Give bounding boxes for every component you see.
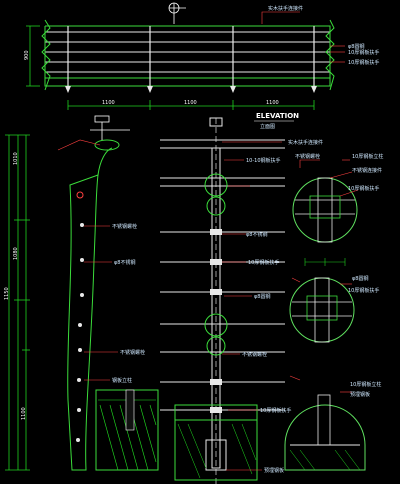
center-connectors: [204, 173, 228, 356]
detail-1-dims: [304, 258, 346, 266]
top-dimension-string: [67, 100, 315, 110]
left-dimension-lines: [5, 134, 30, 471]
center-label-8: 预埋钢板: [264, 467, 284, 474]
right-label-1: 不锈钢螺栓: [295, 153, 320, 160]
center-label-5: φ8圆钢: [254, 293, 270, 300]
top-label-rail-2: 10厚钢板扶手: [348, 49, 379, 56]
top-rails: [45, 31, 330, 73]
right-label-6: 10厚钢板扶手: [348, 287, 379, 294]
top-elevation: 1100 1100 1100 900 实木扶手连接件 φ8圆钢 10厚钢板扶手 …: [24, 2, 379, 110]
detail-circle-1: [292, 177, 358, 243]
left-label-bolt-2: 不锈钢螺栓: [120, 349, 145, 356]
center-label-4: 10厚钢板扶手: [248, 259, 279, 266]
right-label-7: 10厚钢板立柱: [350, 381, 381, 388]
detail-circle-2: [289, 277, 355, 343]
top-dim-span-2: 1100: [184, 100, 197, 106]
elevation-title-en: ELEVATION: [256, 112, 299, 120]
top-break-lines: [41, 19, 335, 91]
right-label-4: 10厚钢板扶手: [348, 185, 379, 192]
right-label-8: 预埋钢板: [350, 391, 370, 398]
left-label-bolt-1: 不锈钢螺栓: [112, 223, 137, 230]
center-handrail: [160, 117, 285, 149]
top-posts: [67, 26, 315, 88]
section-mark-symbol: [168, 2, 186, 24]
left-dim-2: 1010: [13, 152, 19, 165]
left-leaders: [57, 139, 118, 381]
top-side-dim: [26, 25, 40, 87]
top-dim-span-1: 1100: [102, 100, 115, 106]
right-label-5: φ8圆钢: [352, 275, 368, 282]
left-dim-1: 1150: [4, 287, 10, 300]
center-label-7: 10厚钢板扶手: [260, 407, 291, 414]
center-elevation: ELEVATION 立面图: [160, 112, 323, 484]
center-post: [211, 147, 221, 469]
left-dim-4: 1100: [21, 407, 27, 420]
right-details: 不锈钢螺栓 10厚钢板立柱 不锈钢连接件 10厚钢板扶手 φ8圆钢 10厚钢板扶…: [284, 153, 383, 471]
left-label-rod: φ8不锈钢: [114, 259, 135, 266]
left-footing: [95, 389, 159, 471]
center-rail-nubs: [210, 229, 222, 413]
elevation-title-cn: 立面图: [260, 123, 275, 130]
left-section: 1150 1010 1080 1100 不锈钢螺栓: [4, 115, 159, 471]
center-label-1: 实木扶手连接件: [288, 139, 323, 146]
top-leaders: [261, 11, 345, 63]
center-label-2: 10-10钢板扶手: [246, 157, 281, 164]
center-label-6: 不锈钢螺栓: [242, 351, 267, 358]
detail-base: [284, 394, 366, 471]
post-bolts: [76, 223, 84, 442]
left-dim-3: 1080: [13, 247, 19, 260]
post-profile: [67, 139, 120, 471]
top-rail-green-outline: [44, 25, 331, 87]
right-label-2: 10厚钢板立柱: [352, 153, 383, 160]
top-label-rail-1: φ8圆钢: [348, 43, 364, 50]
center-rails: [160, 177, 285, 411]
top-dim-side: 900: [24, 50, 30, 60]
top-dim-span-3: 1100: [266, 100, 279, 106]
top-post-bases: [65, 86, 317, 93]
center-base-hatch: [177, 423, 257, 479]
top-label-rail-3: 10厚钢板扶手: [348, 59, 379, 66]
right-leaders: [289, 159, 359, 393]
top-label-connector: 实木扶手连接件: [268, 5, 303, 12]
right-label-3: 不锈钢连接件: [352, 167, 382, 174]
center-base: [174, 404, 258, 481]
left-label-post: 钢板立柱: [112, 377, 132, 384]
center-leaders: [222, 141, 282, 471]
detail-base-hatch: [289, 449, 361, 471]
left-top-marks: [90, 115, 130, 140]
center-label-3: φ8不锈钢: [246, 231, 267, 238]
